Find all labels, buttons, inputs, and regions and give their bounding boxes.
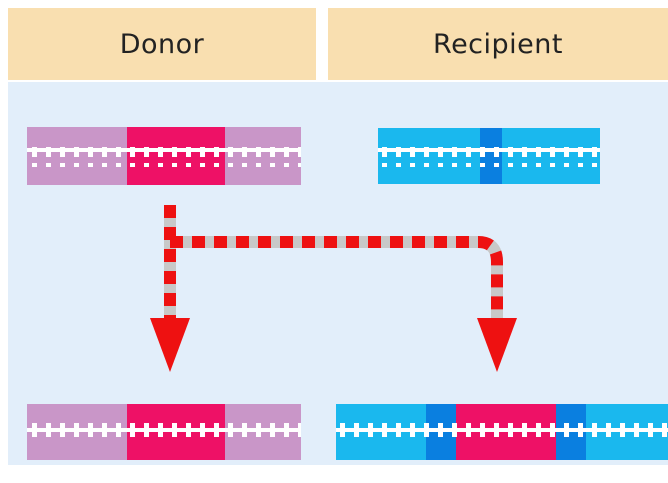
recipient-header-label: Recipient	[433, 28, 563, 60]
donor-dna-bottom	[27, 404, 301, 460]
donor-header: Donor	[8, 8, 316, 80]
donor-header-label: Donor	[119, 28, 205, 60]
donor-dna-top	[27, 127, 301, 185]
recombinant-dna	[336, 404, 668, 460]
recipient-dna-top	[378, 128, 600, 184]
arrowhead-right-icon	[477, 318, 517, 372]
arrowhead-left-icon	[150, 318, 190, 372]
transfer-arrow	[164, 205, 503, 330]
recipient-header: Recipient	[328, 8, 668, 80]
